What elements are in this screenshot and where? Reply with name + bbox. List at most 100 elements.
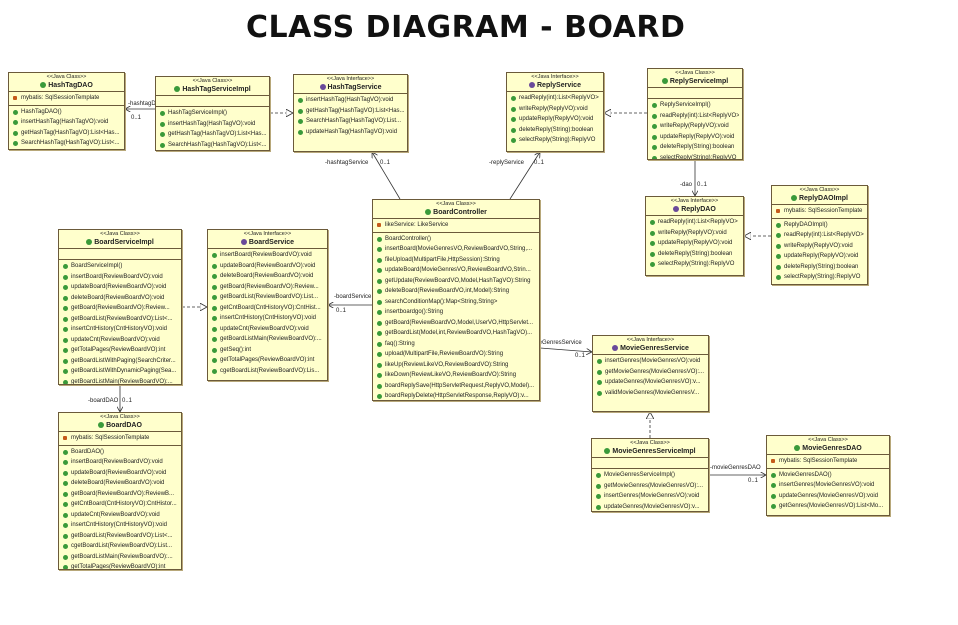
link-moviegenresservice: [539, 347, 592, 352]
link-hashtagservice: [372, 152, 401, 200]
class-name: ReplyDAO: [646, 205, 743, 214]
method-row: MovieGenresServiceImpl(): [595, 470, 705, 481]
method-row: SearchHashTag(HashTagVO):List...: [297, 116, 404, 127]
method-row: writeReply(ReplyVO):void: [649, 228, 740, 239]
class-name: BoardService: [208, 238, 327, 247]
class-header: <<Java Interface>>ReplyService: [507, 73, 603, 92]
class-name-text: BoardController: [433, 209, 487, 216]
interface-icon: [673, 206, 680, 212]
method-row: getBoardList(ReviewBoardVO):List<...: [62, 314, 178, 325]
method-row: updateCnt(ReviewBoardVO):void: [211, 324, 324, 335]
class-name-text: BoardDAO: [106, 422, 142, 429]
method-row: getSeq():int: [211, 345, 324, 356]
method-row: deleteBoard(ReviewBoardVO):void: [62, 293, 178, 304]
method-row: insertCntHistory(CntHistoryVO):void: [211, 313, 324, 324]
method-row: HashTagDAO(): [12, 107, 121, 118]
class-name: ReplyServiceImpl: [648, 77, 742, 86]
class-name-text: BoardService: [248, 239, 295, 246]
method-row: readReply(int):List<ReplyVO>: [651, 111, 739, 122]
class-name: BoardController: [373, 208, 539, 217]
attribute-section: mybatis: SqlSessionTemplate: [59, 432, 181, 446]
method-row: selectReply(String):ReplyVO: [649, 259, 740, 270]
method-row: getCntBoard(CntHistoryVO):CntHist...: [211, 303, 324, 314]
attribute-row: mybatis: SqlSessionTemplate: [62, 433, 178, 444]
method-row: cgetBoardList(ReviewBoardVO):List...: [62, 541, 178, 552]
stereotype-label: <<Java Class>>: [799, 187, 840, 193]
stereotype-label: <<Java Interface>>: [326, 76, 375, 82]
method-row: getHashTag(HashTagVO):List<Has...: [297, 106, 404, 117]
method-row: getBoardList(Model,int,ReviewBoardVO,Has…: [376, 328, 536, 339]
label-hashtagdao-role: -hashtagDAO: [128, 101, 165, 107]
method-row: getMovieGenres(MovieGenresVO):...: [596, 367, 705, 378]
method-row: getHashTag(HashTagVO):List<Has...: [159, 129, 266, 140]
method-row: getBoardList(ReviewBoardVO):List<...: [62, 531, 178, 542]
class-icon: [98, 422, 105, 428]
method-row: HashTagServiceImpl(): [159, 108, 266, 119]
class-name-text: MovieGenresServiceImpl: [612, 448, 696, 455]
method-row: searchConditionMap():Map<String,String>: [376, 297, 536, 308]
label-moviegenresservice-role: -MovieGenresService: [524, 340, 582, 346]
attribute-section: [592, 458, 708, 469]
class-icon: [604, 448, 611, 454]
method-row: getBoard(ReviewBoardVO):ReviewB...: [62, 489, 178, 500]
attribute-section: likeService: LikeService: [373, 219, 539, 233]
method-row: updateReply(ReplyVO):void: [775, 251, 864, 262]
class-icon: [86, 239, 93, 245]
method-row: getTotalPages(ReviewBoardVO):int: [211, 355, 324, 366]
method-row: BoardDAO(): [62, 447, 178, 458]
class-name: MovieGenresDAO: [767, 444, 889, 453]
method-row: boardReplySave(HttpServletRequest,ReplyV…: [376, 381, 536, 392]
link-replyservice: [509, 152, 540, 200]
method-row: deleteReply(String):boolean: [649, 249, 740, 260]
method-row: validMovieGenres(MovieGenresV...: [596, 388, 705, 399]
interface-icon: [319, 84, 326, 90]
method-row: deleteReply(String):boolean: [510, 125, 600, 136]
method-row: updateCnt(ReviewBoardVO):void: [62, 510, 178, 521]
class-name-text: HashTagDAO: [48, 82, 93, 89]
method-section: readReply(int):List<ReplyVO>writeReply(R…: [507, 92, 603, 147]
method-section: MovieGenresDAO()insertGenres(MovieGenres…: [767, 469, 889, 513]
method-row: insertHashTag(HashTagVO):void: [297, 95, 404, 106]
label-moviegenresdao-mult: 0..1: [748, 478, 759, 484]
method-row: cgetBoardList(ReviewBoardVO):Lis...: [211, 366, 324, 377]
label-moviegenresdao-role: -movieGenresDAO: [710, 465, 761, 471]
method-row: ReplyServiceImpl(): [651, 100, 739, 111]
method-row: getBoard(ReviewBoardVO,Model,UserVO,Http…: [376, 318, 536, 329]
method-row: readReply(int):List<ReplyVO>: [649, 217, 740, 228]
stereotype-label: <<Java Class>>: [100, 414, 140, 420]
method-row: selectReply(String):ReplyVO: [510, 135, 600, 146]
class-icon: [40, 82, 47, 88]
label-dao-role: -dao: [680, 182, 693, 188]
class-name: BoardServiceImpl: [59, 238, 181, 247]
class-header: <<Java Interface>>HashTagService: [294, 75, 407, 94]
class-name: ReplyDAOImpl: [772, 194, 867, 203]
method-row: SearchHashTag(HashTagVO):List<...: [159, 140, 266, 151]
method-row: updateReply(ReplyVO):void: [649, 238, 740, 249]
attribute-section: mybatis: SqlSessionTemplate: [9, 92, 124, 106]
method-row: insertHashTag(HashTagVO):void: [159, 119, 266, 130]
method-row: ReplyDAOImpl(): [775, 220, 864, 231]
class-icon: [425, 209, 432, 215]
method-row: BoardController(): [376, 234, 536, 245]
class-name: ReplyService: [507, 81, 603, 90]
method-row: writeReply(ReplyVO):void: [510, 104, 600, 115]
class-header: <<Java Class>>HashTagServiceImpl: [156, 77, 269, 96]
method-row: insertCntHistory(CntHistoryVO):void: [62, 520, 178, 531]
method-row: deleteBoard(ReviewBoardVO,int,Model):Str…: [376, 286, 536, 297]
class-name-text: ReplyService: [537, 82, 581, 89]
method-row: getBoardListWithPaging(SearchCriter...: [62, 356, 178, 367]
stereotype-label: <<Java Interface>>: [670, 198, 719, 204]
attribute-section: [648, 88, 742, 99]
class-header: <<Java Interface>>BoardService: [208, 230, 327, 249]
method-row: getBoardListMain(ReviewBoardVO):...: [211, 334, 324, 345]
method-row: insertboardgo():String: [376, 307, 536, 318]
class-header: <<Java Class>>BoardServiceImpl: [59, 230, 181, 249]
class-name: HashTagDAO: [9, 81, 124, 90]
method-row: likeUp(ReviewLikeVO,ReviewBoardVO):Strin…: [376, 360, 536, 371]
